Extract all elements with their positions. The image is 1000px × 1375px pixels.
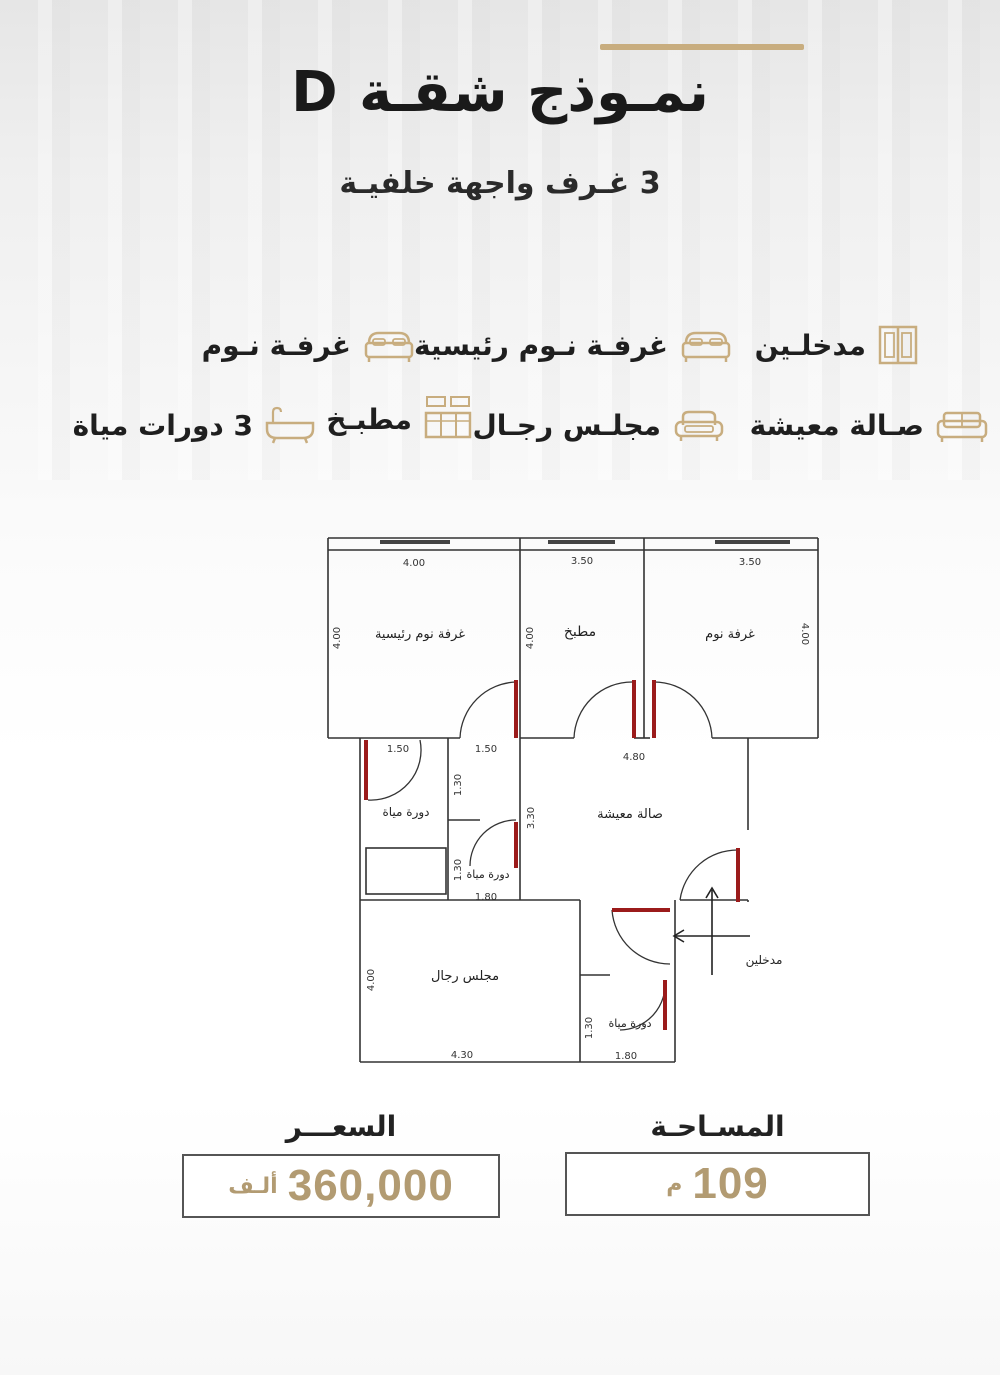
room-bath-2: دورة مياة [466,868,509,881]
feature-bathrooms: 3 دورات مياة [73,405,315,445]
room-bedroom: غرفة نوم [705,627,755,642]
price-unit: ألـف [228,1173,278,1199]
feature-entrances: مدخلـين [755,325,918,365]
bed-icon [681,331,731,362]
dim-bath3-width: 1.80 [615,1051,637,1062]
dim-bedroom-width: 3.50 [739,557,761,568]
dim-living-height: 3.30 [526,807,537,829]
feature-bedroom: غرفـة نـوم [202,325,415,365]
page-title: نمـوذج شقـة D [291,60,709,125]
armchair-icon [674,410,724,441]
price-box: 360,000 ألـف [182,1154,500,1218]
bathtub-icon [265,406,315,444]
dim-bath3-height: 1.30 [584,1017,595,1039]
kitchen-icon [424,396,472,439]
dim-living-width: 4.80 [623,752,645,763]
feature-master-bedroom: غرفـة نـوم رئيسية [414,325,732,365]
dim-bath-width-3: 1.80 [475,892,497,903]
dim-kitchen-height: 4.00 [525,627,536,649]
area-label: المسـاحـة [650,1110,785,1143]
area-unit: م [666,1171,683,1197]
gold-accent-bar [600,44,804,50]
area-box: 109 م [565,1152,870,1216]
room-living: صالة معيشة [597,807,663,822]
dim-bedroom-height: 4.00 [799,623,810,645]
area-value: 109 [692,1159,769,1208]
dim-kitchen-width: 3.50 [571,556,593,567]
price-value: 360,000 [287,1161,454,1210]
dim-bath-width-1: 1.50 [387,744,409,755]
feature-label: غرفـة نـوم رئيسية [413,328,668,362]
feature-kitchen: مطبـخ [326,395,472,443]
feature-label: مجلـس رجـال [472,408,661,442]
feature-label: 3 دورات مياة [72,408,253,442]
dim-master-width: 4.00 [403,558,425,569]
sofa-icon [936,411,988,442]
feature-label: صـالة معيشة [749,408,924,442]
room-kitchen: مطبخ [564,624,596,640]
feature-label: مطبـخ [326,402,412,436]
floor-plan: غرفة نوم رئيسية مطبخ غرفة نوم صالة معيشة… [327,537,819,1063]
feature-majlis: مجلـس رجـال [472,405,725,445]
label-entrances: مدخلين [746,953,783,968]
dim-bath-width-2: 1.50 [475,744,497,755]
dim-bath-height-1: 1.30 [453,774,464,796]
bed-icon [364,331,414,362]
room-bath-1: دورة مياة [382,805,429,820]
dim-majlis-width: 4.30 [451,1050,473,1061]
dim-bath-height-2: 1.30 [453,859,464,881]
room-majlis: مجلس رجال [431,969,499,984]
room-master-bedroom: غرفة نوم رئيسية [375,627,465,642]
room-bath-3: دورة مياة [608,1017,651,1030]
price-label: السعـــر [285,1110,397,1143]
door-icon [878,325,918,365]
page-subtitle: 3 غـرف واجهة خلفيـة [339,166,661,201]
dim-master-height: 4.00 [332,627,343,649]
dim-majlis-height: 4.00 [366,969,377,991]
feature-label: مدخلـين [754,328,866,362]
feature-living-room: صـالة معيشة [750,405,988,445]
feature-label: غرفـة نـوم [201,328,351,362]
